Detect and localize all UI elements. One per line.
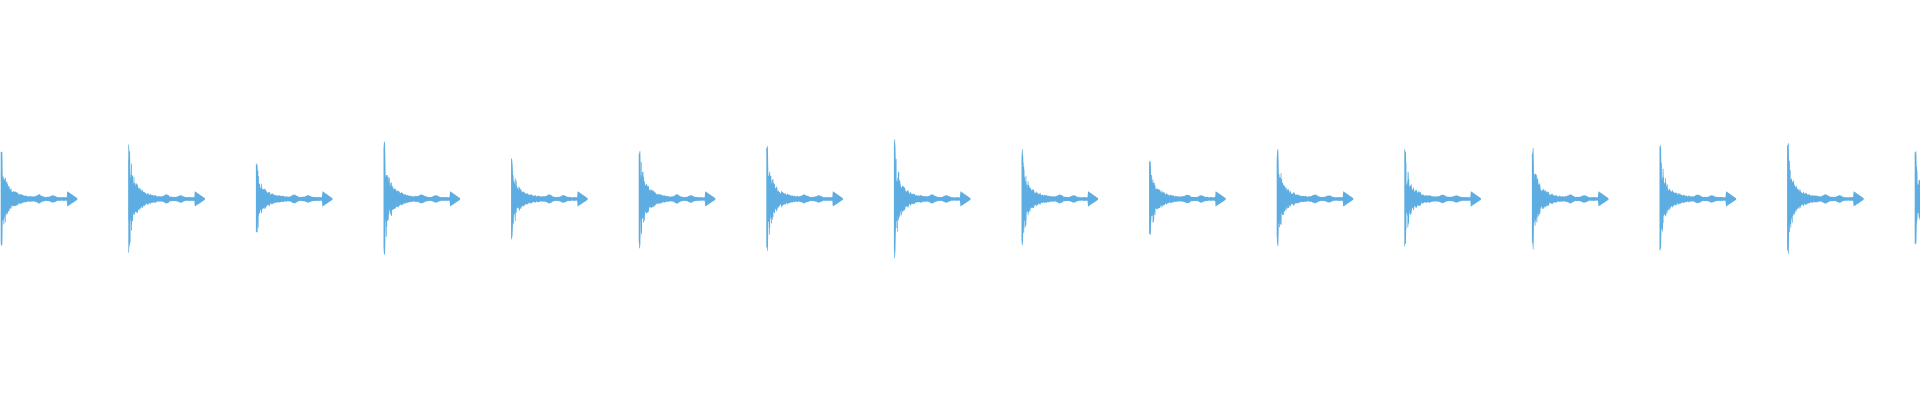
waveform-pulse	[255, 163, 333, 233]
waveform-pulse	[1531, 148, 1609, 250]
waveform-pulse	[1404, 148, 1481, 247]
waveform-pulse	[383, 141, 461, 255]
waveform-envelope	[1276, 149, 1354, 246]
waveform-envelope	[766, 145, 843, 251]
waveform-envelope	[1021, 148, 1099, 246]
waveform-envelope	[0, 151, 78, 246]
waveform-envelope	[1914, 151, 1920, 245]
waveform-pulse	[128, 144, 205, 253]
waveform-pulse	[1914, 151, 1920, 245]
waveform-pulse	[1787, 143, 1864, 255]
waveform-envelope	[1659, 145, 1737, 251]
waveform-pulse	[1021, 148, 1099, 246]
waveform-pulse	[1276, 149, 1354, 246]
waveform-envelope	[1787, 143, 1864, 255]
waveform-pulse	[766, 145, 843, 251]
waveform-envelope	[638, 151, 716, 246]
waveform-pulse	[893, 139, 971, 259]
waveform-envelope	[255, 163, 333, 233]
waveform-envelope	[128, 144, 205, 253]
waveform-pulse	[1659, 145, 1737, 251]
waveform-pulse	[511, 158, 588, 240]
waveform-pulse	[1149, 160, 1226, 236]
waveform-envelope	[1149, 160, 1226, 236]
waveform-envelope	[511, 158, 588, 240]
waveform-pulse	[0, 151, 78, 246]
waveform-envelope	[1531, 148, 1609, 250]
waveform-pulse	[638, 151, 716, 249]
waveform-envelope	[1404, 148, 1481, 247]
waveform-envelope	[893, 139, 971, 259]
waveform-envelope	[383, 141, 461, 255]
